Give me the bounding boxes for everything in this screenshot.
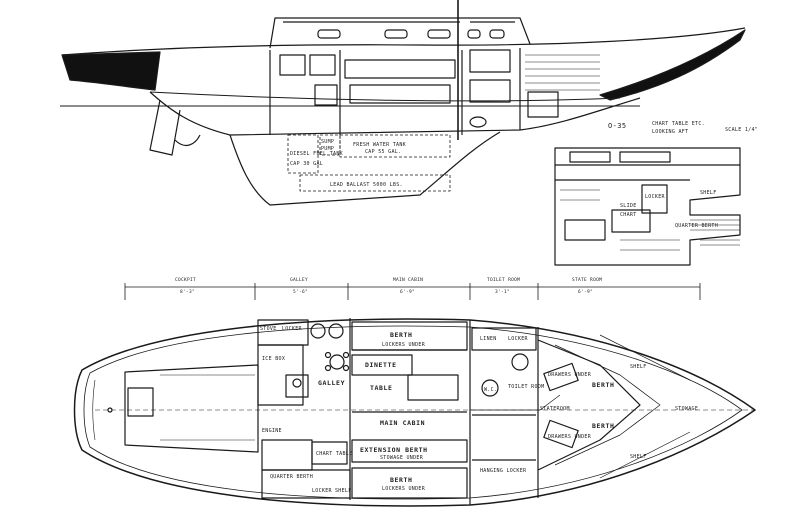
inset-shelf-label: SHELF (700, 190, 717, 196)
berth-fwd-1-label: BERTH (592, 381, 615, 389)
cockpit-well (124, 364, 259, 453)
toilet-bowl (481, 379, 499, 397)
extension-berth-label: EXTENSION BERTH (360, 446, 428, 454)
berth-top-label: BERTH (390, 331, 413, 339)
hull-underbody (149, 91, 641, 136)
lockers-under-bottom-label: LOCKERS UNDER (382, 486, 426, 492)
table-label: TABLE (370, 384, 393, 392)
shelf-2-label: SHELF (630, 454, 647, 460)
shelf-1-label: SHELF (630, 364, 647, 370)
profile-view (60, 0, 746, 206)
lead-ballast-label: LEAD BALLAST 5000 LBS. (330, 182, 403, 188)
main-cabin-label: MAIN CABIN (380, 419, 425, 427)
dim-cockpit-label: COCKPIT (175, 277, 196, 283)
dim-state-room-label: STATE ROOM (572, 277, 602, 283)
dim-main-cabin-value: 6'-9" (400, 289, 415, 295)
engine-label: ENGINE (262, 428, 282, 434)
inset-locker-label: LOCKER (645, 194, 666, 200)
icebox-label: ICE BOX (262, 356, 285, 362)
stowage-label: STOWAGE (675, 406, 698, 412)
plan-hull-outline (73, 318, 756, 507)
pump-label: PUMP (321, 146, 334, 152)
sump-label: SUMP (321, 139, 334, 145)
locker-bottom-label: LOCKER (312, 488, 333, 494)
locker-head-label: LOCKER (508, 336, 529, 342)
shelf-bottom-label: SHELF (335, 488, 352, 494)
galley-label: GALLEY (318, 379, 345, 387)
locker-top-label: LOCKER (282, 326, 303, 332)
dim-cockpit-value: 8'-3" (180, 289, 195, 295)
stowage-under-label: STOWAGE UNDER (380, 455, 424, 461)
chart-table-label: CHART TABLE (316, 451, 352, 457)
fresh-water-tank-label: FRESH WATER TANK (353, 142, 406, 148)
dim-main-cabin-label: MAIN CABIN (393, 277, 423, 283)
title: O-35 (608, 122, 626, 130)
inset-caption-2: LOOKING AFT (652, 129, 688, 135)
inset-slide-label: SLIDE (620, 203, 637, 209)
dim-state-room-value: 6'-9" (578, 289, 593, 295)
dim-galley-value: 5'-6" (293, 289, 308, 295)
quarter-berth-label: QUARTER BERTH (270, 474, 313, 480)
inset-chart-label: CHART (620, 212, 637, 218)
dimension-line (124, 283, 701, 300)
hanging-locker-label: HANGING LOCKER (480, 468, 527, 474)
wc-label: W.C. (484, 387, 497, 393)
topside-aft (61, 51, 161, 91)
stateroom-label: STATEROOM (540, 406, 570, 412)
inset-quarter-berth-label: QUARTER BERTH (675, 223, 718, 229)
inset-elevation (554, 147, 741, 266)
berth-fwd-2-label: BERTH (592, 422, 615, 430)
cabin-trunk (269, 17, 531, 49)
dinette-label: DINETTE (365, 361, 397, 369)
lockers-under-top-label: LOCKERS UNDER (382, 342, 426, 348)
toilet-room-label: TOILET ROOM (508, 384, 544, 390)
dim-toilet-room-value: 3'-1" (495, 289, 510, 295)
stove-label: STOVE (260, 326, 277, 332)
drawers-2-label: DRAWERS UNDER (548, 434, 592, 440)
berth-bottom-label: BERTH (390, 476, 413, 484)
plan-view (73, 318, 756, 507)
dim-toilet-room-label: TOILET ROOM (487, 277, 520, 283)
inset-caption-1: CHART TABLE ETC. (652, 121, 705, 127)
topside-fwd (599, 29, 746, 101)
keel (229, 131, 501, 206)
inset-scale: SCALE 1/4" (725, 127, 758, 133)
dim-galley-label: GALLEY (290, 277, 308, 283)
rudder (149, 99, 181, 156)
diesel-tank-label: DIESEL FUEL TANK (290, 151, 343, 157)
fresh-water-cap-label: CAP 55 GAL. (365, 149, 401, 155)
linen-label: LINEN (480, 336, 497, 342)
drawers-1-label: DRAWERS UNDER (548, 372, 592, 378)
sheer-line (61, 27, 746, 56)
diesel-cap-label: CAP 30 GAL (290, 161, 323, 167)
